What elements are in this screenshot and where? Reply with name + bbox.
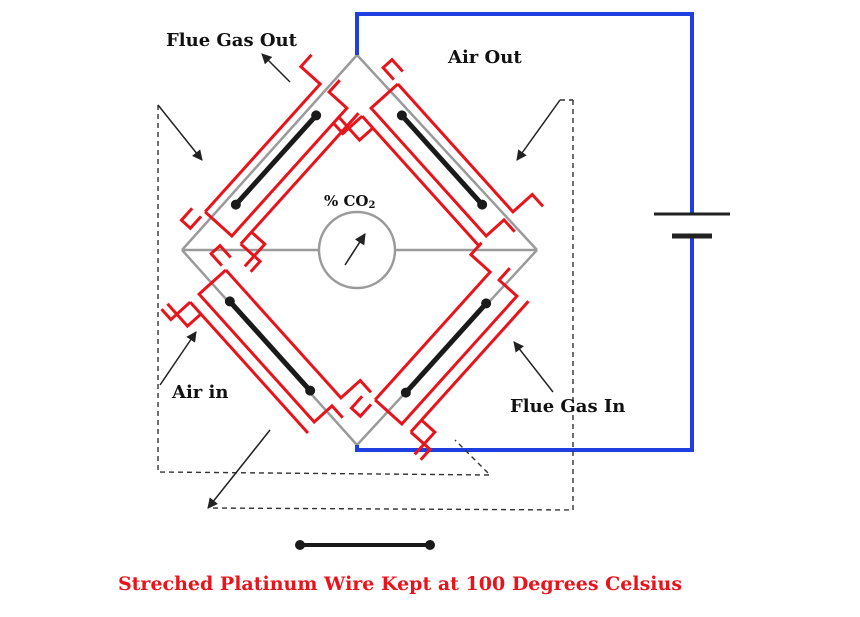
label-air-out: Air Out bbox=[447, 47, 522, 68]
cell-top-right bbox=[332, 57, 545, 248]
platinum-wire bbox=[399, 113, 485, 207]
cell-bottom-left bbox=[160, 243, 373, 434]
label-flue-gas-out: Flue Gas Out bbox=[166, 30, 298, 51]
caption: Streched Platinum Wire Kept at 100 Degre… bbox=[118, 573, 682, 595]
platinum-wire-legend bbox=[295, 540, 435, 550]
flue-gas-out-arrow-icon bbox=[261, 53, 291, 83]
cell-bottom-right bbox=[349, 241, 530, 461]
flue-gas-in-arrow-icon bbox=[513, 341, 554, 393]
meter-needle-icon bbox=[344, 233, 366, 266]
co2-meter: % CO2 bbox=[317, 192, 397, 290]
air-out-inlet-arrow-icon bbox=[516, 99, 561, 161]
meter-dial bbox=[317, 210, 397, 290]
return-arrow-icon bbox=[207, 429, 271, 509]
flow-arrows bbox=[157, 53, 561, 509]
air-in-arrow-icon bbox=[159, 331, 197, 386]
cell-top-left bbox=[179, 53, 360, 273]
battery-icon bbox=[654, 212, 730, 239]
platinum-wire bbox=[403, 301, 489, 395]
platinum-wire bbox=[233, 113, 319, 207]
battery-circuit bbox=[355, 12, 694, 452]
label-air-in: Air in bbox=[171, 382, 228, 403]
platinum-wire bbox=[227, 299, 313, 393]
label-flue-gas-in: Flue Gas In bbox=[510, 396, 625, 417]
flue-gas-inlet-arrow-icon bbox=[157, 104, 203, 161]
meter-label: % CO2 bbox=[324, 192, 375, 211]
dashed-flow-paths bbox=[157, 99, 574, 511]
